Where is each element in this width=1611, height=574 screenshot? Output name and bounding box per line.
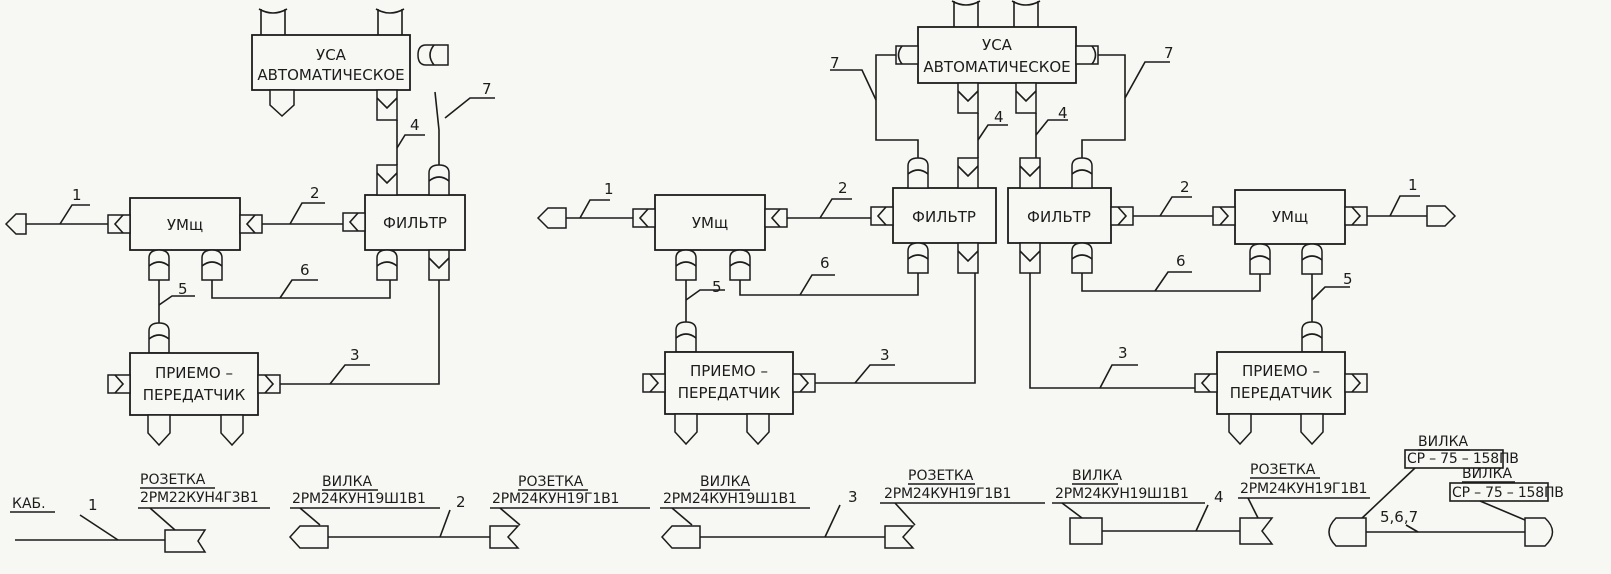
usa-subtitle-right: АВТОМАТИЧЕСКОЕ: [923, 58, 1070, 76]
legend-c4-left-part: 2РМ24КУН19Ш1В1: [1055, 486, 1189, 502]
legend-c567-left-part: СР – 75 – 158ПВ: [1407, 451, 1519, 467]
cable-num-1-rr: 1: [1408, 176, 1418, 194]
legend-c4-right-part: 2РМ24КУН19Г1В1: [1240, 481, 1367, 497]
legend-c1-num: 1: [88, 496, 98, 514]
filter-label-right-2: ФИЛЬТР: [1027, 208, 1091, 226]
cable-legend: КАБ. 1 РОЗЕТКА 2РМ22КУН4Г3В1 ВИЛКА 2РМ24…: [10, 434, 1564, 553]
legend-c4-right-type: РОЗЕТКА: [1250, 462, 1316, 478]
legend-c567-right-type: ВИЛКА: [1462, 466, 1513, 482]
pp-line1: ПРИЕМО –: [155, 364, 233, 382]
cable-num-2-rr: 2: [1180, 178, 1190, 196]
cable-num-4-left: 4: [410, 116, 420, 134]
legend-c4-left-type: ВИЛКА: [1072, 468, 1123, 484]
filter-block-right-1: ФИЛЬТР: [870, 157, 997, 274]
legend-c3-right-part: 2РМ24КУН19Г1В1: [884, 486, 1011, 502]
cable-num-2-rl: 2: [838, 179, 848, 197]
transceiver-block-right-left: ПРИЕМО – ПЕРЕДАТЧИК: [642, 321, 816, 445]
usa-subtitle: АВТОМАТИЧЕСКОЕ: [257, 66, 404, 84]
cable-num-5-left: 5: [178, 280, 188, 298]
usa-block-right: УСА АВТОМАТИЧЕСКОЕ: [895, 0, 1099, 114]
cable-num-4-rr: 4: [1058, 104, 1068, 122]
cable-num-7-rl: 7: [830, 54, 840, 72]
legend-cable-1: КАБ. 1 РОЗЕТКА 2РМ22КУН4Г3В1: [10, 472, 270, 553]
cable-num-6-rr: 6: [1176, 252, 1186, 270]
cable-num-3-left: 3: [350, 346, 360, 364]
umsh-block: УМщ: [107, 197, 263, 281]
cable-num-1-rl: 1: [604, 180, 614, 198]
legend-c3-left-part: 2РМ24КУН19Ш1В1: [663, 491, 797, 507]
umsh-label-right-right: УМщ: [1272, 208, 1308, 226]
legend-c567-num: 5,6,7: [1380, 508, 1418, 526]
pp-line2-right-left: ПЕРЕДАТЧИК: [678, 384, 781, 402]
usa-title-right: УСА: [982, 36, 1013, 54]
cable-num-1-left: 1: [72, 186, 82, 204]
legend-c1-type: РОЗЕТКА: [140, 472, 206, 488]
transceiver-block: ПРИЕМО – ПЕРЕДАТЧИК: [107, 322, 281, 446]
scheme-left: УСА АВТОМАТИЧЕСКОЕ УМщ ФИЛЬТР: [4, 8, 495, 446]
cable-num-3-rl: 3: [880, 346, 890, 364]
legend-c3-left-type: ВИЛКА: [700, 474, 751, 490]
legend-c567-left-type: ВИЛКА: [1418, 434, 1469, 450]
cable-num-5-rr: 5: [1343, 270, 1353, 288]
scheme-right: УСА АВТОМАТИЧЕСКОЕ УМщ ФИЛЬТР: [536, 0, 1457, 445]
umsh-block-right-right: УМщ: [1212, 189, 1457, 275]
cable-num-2-left: 2: [310, 184, 320, 202]
legend-c3-num: 3: [848, 488, 858, 506]
pp-line1-right-left: ПРИЕМО –: [690, 362, 768, 380]
legend-c567-right-part: СР – 75 – 158ПВ: [1452, 485, 1564, 501]
legend-c2-num: 2: [456, 493, 466, 511]
legend-cable-567: ВИЛКА СР – 75 – 158ПВ 5,6,7 ВИЛКА СР – 7…: [1328, 434, 1564, 547]
filter-block: ФИЛЬТР: [342, 164, 466, 281]
legend-cable-2: ВИЛКА 2РМ24КУН19Ш1В1 2 РОЗЕТКА 2РМ24КУН1…: [288, 474, 650, 549]
filter-label-right-1: ФИЛЬТР: [912, 208, 976, 226]
umsh-label-right-left: УМщ: [692, 214, 728, 232]
pp-line2: ПЕРЕДАТЧИК: [143, 386, 246, 404]
legend-c2-left-part: 2РМ24КУН19Ш1В1: [292, 491, 426, 507]
legend-kab-label: КАБ.: [12, 496, 46, 512]
legend-cable-3: ВИЛКА 2РМ24КУН19Ш1В1 3 РОЗЕТКА 2РМ24КУН1…: [660, 468, 1045, 549]
cable-num-5-rl: 5: [712, 278, 722, 296]
umsh-label: УМщ: [167, 216, 203, 234]
cable-num-6-rl: 6: [820, 254, 830, 272]
pp-line2-right-right: ПЕРЕДАТЧИК: [1230, 384, 1333, 402]
filter-label: ФИЛЬТР: [383, 214, 447, 232]
legend-c4-num: 4: [1214, 488, 1224, 506]
cable-num-6-left: 6: [300, 261, 310, 279]
legend-c2-right-type: РОЗЕТКА: [518, 474, 584, 490]
umsh-block-right-left: УМщ: [632, 194, 788, 281]
legend-c2-left-type: ВИЛКА: [322, 474, 373, 490]
cable-num-3-rr: 3: [1118, 344, 1128, 362]
legend-c2-right-part: 2РМ24КУН19Г1В1: [492, 491, 619, 507]
cable-num-4-rl: 4: [994, 108, 1004, 126]
legend-c1-part: 2РМ22КУН4Г3В1: [140, 490, 259, 506]
cable-num-7-rr: 7: [1164, 44, 1174, 62]
cable-num-7-left: 7: [482, 80, 492, 98]
transceiver-block-right-right: ПРИЕМО – ПЕРЕДАТЧИК: [1194, 321, 1368, 445]
pp-line1-right-right: ПРИЕМО –: [1242, 362, 1320, 380]
legend-cable-4: ВИЛКА 2РМ24КУН19Ш1В1 4 РОЗЕТКА 2РМ24КУН1…: [1052, 462, 1370, 545]
usa-title: УСА: [316, 46, 347, 64]
legend-c3-right-type: РОЗЕТКА: [908, 468, 974, 484]
filter-block-right-2: ФИЛЬТР: [1007, 157, 1134, 274]
usa-block: УСА АВТОМАТИЧЕСКОЕ: [251, 8, 449, 121]
